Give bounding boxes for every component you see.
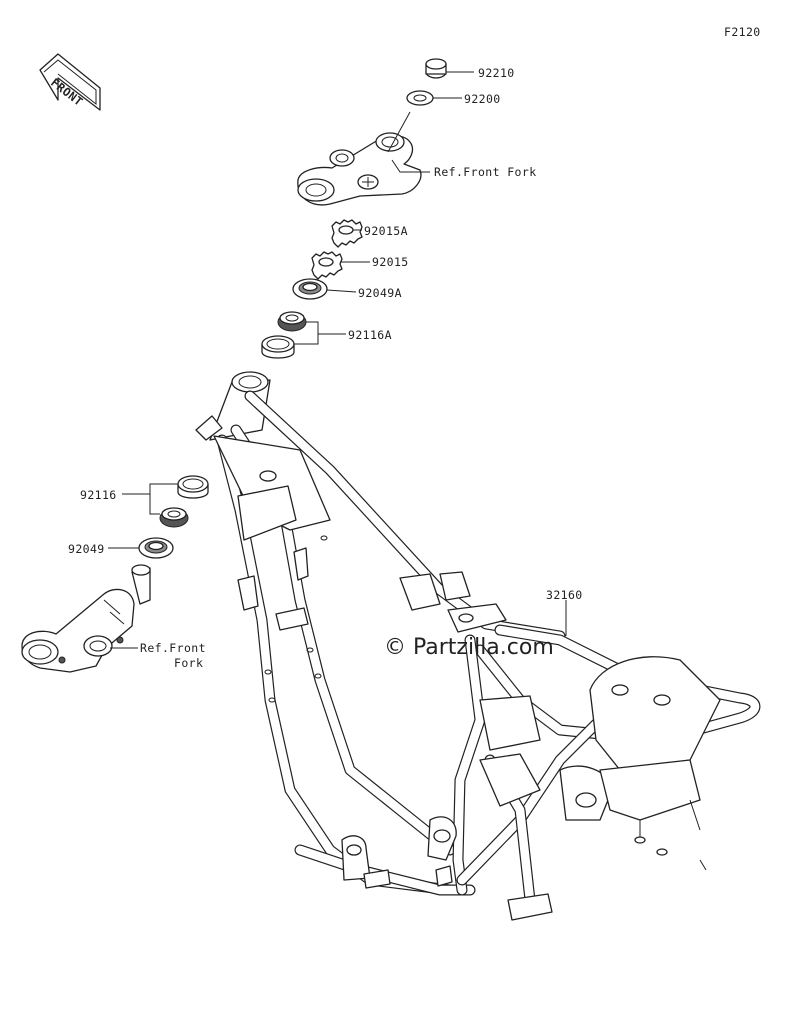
part-92200-washer[interactable] [406,90,434,106]
label-92015[interactable]: 92015 [372,255,409,269]
part-92049A-seal[interactable] [292,278,328,300]
part-92116A-bearing[interactable] [277,311,307,332]
diagram-code: F2120 [724,25,761,39]
label-32160[interactable]: 32160 [546,588,583,602]
leader-lines [108,71,567,649]
part-92015-nut[interactable] [311,251,343,280]
part-92116-bearing[interactable] [159,507,189,528]
label-92049[interactable]: 92049 [68,542,105,556]
label-ref-front-fork-bottom-2[interactable]: Fork [174,656,203,670]
watermark: © Partzilla.com [384,635,554,660]
front-arrow-icon: FRONT [39,53,101,111]
watermark-text: © Partzilla.com [384,635,554,660]
label-92015A[interactable]: 92015A [364,224,408,238]
part-92015A-locknut[interactable] [331,219,363,248]
label-ref-front-fork-top[interactable]: Ref.Front Fork [434,165,537,179]
label-92116A[interactable]: 92116A [348,328,392,342]
upper-triple-clamp[interactable] [297,132,422,206]
lower-triple-clamp[interactable] [21,564,151,673]
part-92049-seal[interactable] [138,537,174,559]
frame-32160[interactable] [195,371,761,921]
part-92116A-race[interactable] [261,335,295,359]
label-92210[interactable]: 92210 [478,66,515,80]
part-92116-race[interactable] [177,475,209,499]
label-92049A[interactable]: 92049A [358,286,402,300]
label-92116[interactable]: 92116 [80,488,117,502]
part-92210-nut[interactable] [425,58,447,79]
label-92200[interactable]: 92200 [464,92,501,106]
label-ref-front-fork-bottom-1[interactable]: Ref.Front [140,641,206,655]
